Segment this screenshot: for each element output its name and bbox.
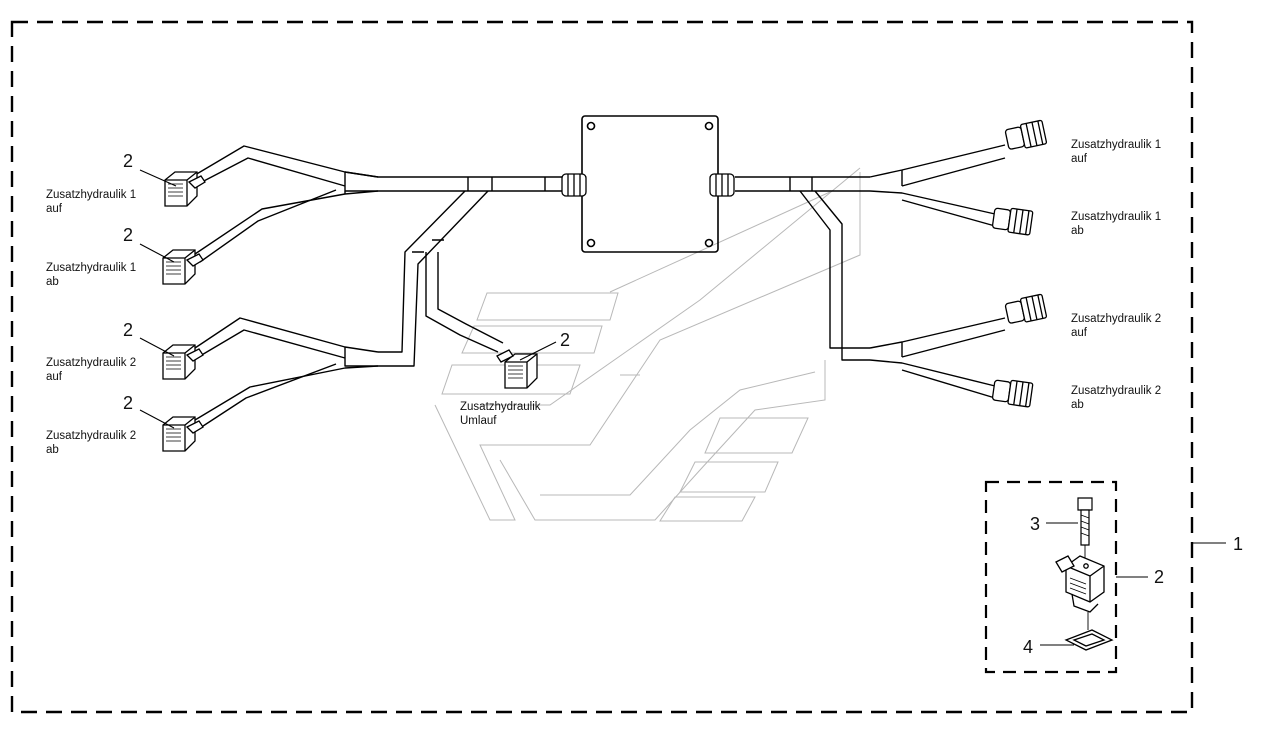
label-line: auf bbox=[1071, 153, 1087, 165]
label-line: ab bbox=[46, 276, 59, 288]
label-line: auf bbox=[1071, 327, 1087, 339]
background-vehicle-outline bbox=[434, 167, 861, 522]
callout-detail-connector: 2 bbox=[1154, 567, 1165, 587]
label-line: Umlauf bbox=[460, 415, 497, 427]
label-line: Zusatzhydraulik 1 bbox=[1071, 139, 1162, 151]
callout-detail-bolt: 3 bbox=[1030, 514, 1041, 534]
label-line: Zusatzhydraulik 2 bbox=[1071, 385, 1162, 397]
kit-frame bbox=[10, 20, 1194, 714]
box-grommets bbox=[561, 173, 735, 197]
label-right-zh2-auf: Zusatzhydraulik 2 auf bbox=[1071, 312, 1161, 340]
detail-bolt bbox=[1077, 497, 1093, 563]
label-line: Zusatzhydraulik 1 bbox=[1071, 211, 1162, 223]
right-harness bbox=[735, 144, 1006, 399]
label-line: Zusatzhydraulik 2 bbox=[1071, 313, 1162, 325]
label-line: ab bbox=[1071, 399, 1084, 411]
label-line: Zusatzhydraulik 2 bbox=[46, 357, 137, 369]
callout-left-3: 2 bbox=[123, 320, 134, 340]
left-plug-connectors bbox=[162, 171, 538, 452]
label-left-zh2-auf: Zusatzhydraulik 2 auf bbox=[46, 356, 136, 384]
label-right-zh1-ab: Zusatzhydraulik 1 ab bbox=[1071, 210, 1161, 238]
callout-left-4: 2 bbox=[123, 393, 134, 413]
label-line: ab bbox=[46, 444, 59, 456]
label-line: auf bbox=[46, 203, 62, 215]
callout-detail-seal: 4 bbox=[1023, 637, 1034, 657]
left-harness bbox=[194, 145, 565, 429]
label-left-zh2-ab: Zusatzhydraulik 2 ab bbox=[46, 429, 136, 457]
label-center-umlauf: Zusatzhydraulik Umlauf bbox=[460, 400, 541, 428]
callout-left-1: 2 bbox=[123, 151, 134, 171]
callout-center: 2 bbox=[560, 330, 571, 350]
callout-leaders bbox=[139, 169, 557, 429]
label-line: Zusatzhydraulik 1 bbox=[46, 189, 137, 201]
detail-frame bbox=[984, 480, 1118, 674]
detail-leaders bbox=[1040, 522, 1226, 646]
label-line: Zusatzhydraulik 2 bbox=[46, 430, 137, 442]
callout-left-2: 2 bbox=[123, 225, 134, 245]
right-couplers bbox=[991, 119, 1048, 408]
label-line: ab bbox=[1071, 225, 1084, 237]
label-right-zh2-ab: Zusatzhydraulik 2 ab bbox=[1071, 384, 1161, 412]
detail-connector bbox=[1055, 555, 1105, 613]
junction-box bbox=[581, 115, 719, 253]
label-line: auf bbox=[46, 371, 62, 383]
label-line: Zusatzhydraulik bbox=[460, 401, 541, 413]
detail-seal bbox=[1064, 612, 1114, 651]
label-left-zh1-auf: Zusatzhydraulik 1 auf bbox=[46, 188, 136, 216]
label-left-zh1-ab: Zusatzhydraulik 1 ab bbox=[46, 261, 136, 289]
label-line: Zusatzhydraulik 1 bbox=[46, 262, 137, 274]
label-right-zh1-auf: Zusatzhydraulik 1 auf bbox=[1071, 138, 1161, 166]
callout-kit: 1 bbox=[1233, 534, 1244, 554]
